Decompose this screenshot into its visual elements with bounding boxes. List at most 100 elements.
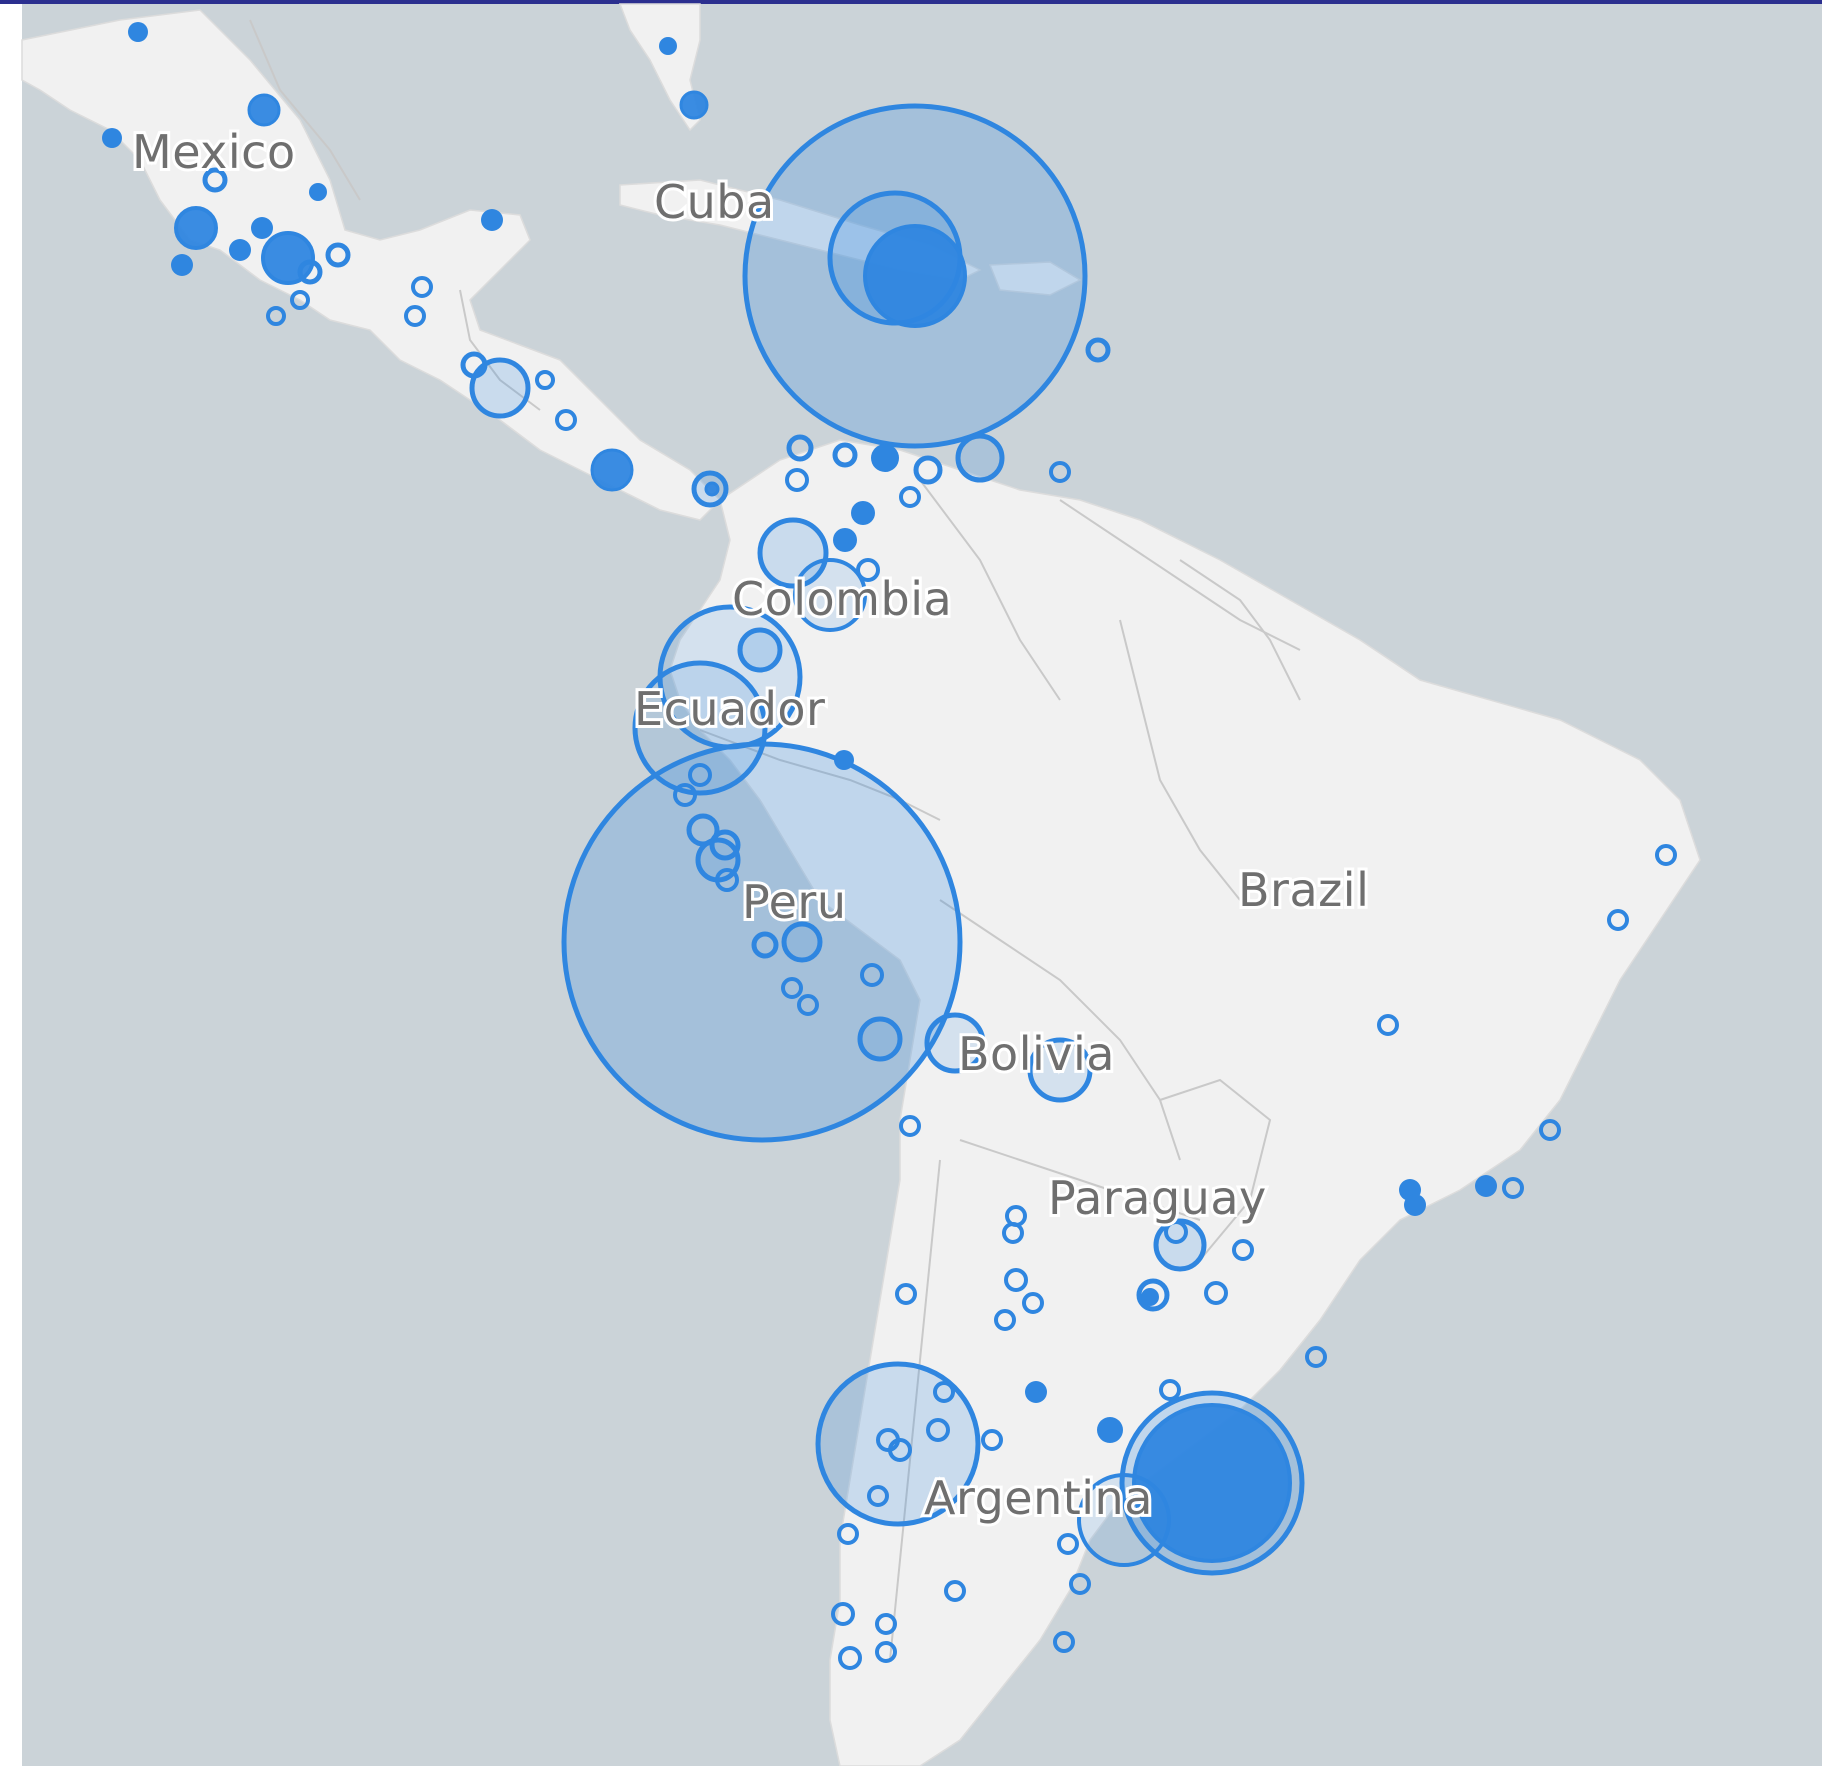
dot[interactable] — [944, 1580, 966, 1602]
dot[interactable] — [871, 444, 899, 472]
dot[interactable] — [888, 1438, 912, 1462]
dot[interactable] — [1025, 1381, 1047, 1403]
dot[interactable] — [899, 1115, 921, 1137]
dot[interactable] — [913, 455, 943, 485]
dot[interactable] — [834, 750, 854, 770]
label-colombia: Colombia — [732, 572, 952, 626]
dot[interactable] — [860, 963, 884, 987]
dot[interactable] — [688, 763, 712, 787]
dot[interactable] — [1004, 1268, 1028, 1292]
dot[interactable] — [786, 434, 814, 462]
dot[interactable] — [290, 290, 310, 310]
dot[interactable] — [926, 1418, 950, 1442]
dot[interactable] — [251, 217, 273, 239]
dot[interactable] — [709, 829, 741, 861]
dot[interactable] — [481, 209, 503, 231]
dot[interactable] — [851, 501, 875, 525]
bubble-colombia[interactable] — [757, 517, 829, 589]
dot[interactable] — [933, 1381, 955, 1403]
dot[interactable] — [229, 239, 251, 261]
dot[interactable] — [1502, 1177, 1524, 1199]
dot[interactable] — [875, 1613, 897, 1635]
dot[interactable] — [981, 1429, 1003, 1451]
dot[interactable] — [838, 1646, 862, 1670]
dot[interactable] — [673, 783, 697, 807]
dot[interactable] — [785, 468, 809, 492]
bubble-guatemala[interactable] — [469, 357, 531, 419]
dot[interactable] — [1404, 1194, 1426, 1216]
label-mexico: Mexico — [132, 125, 296, 179]
bubble-venezuela[interactable] — [955, 433, 1005, 483]
dot[interactable] — [659, 37, 677, 55]
dot[interactable] — [1085, 337, 1111, 363]
dot[interactable] — [309, 183, 327, 201]
dot[interactable] — [867, 1485, 889, 1507]
bubble-ecuador-2[interactable] — [632, 660, 768, 796]
dot[interactable] — [1204, 1281, 1228, 1305]
bubble-central-am[interactable] — [590, 448, 634, 492]
dot[interactable] — [831, 1602, 855, 1626]
bubble-buenos-aires-solid[interactable] — [1132, 1403, 1292, 1563]
dot[interactable] — [1475, 1175, 1497, 1197]
bubble-peru-south[interactable] — [857, 1016, 903, 1062]
dot[interactable] — [171, 254, 193, 276]
bubble-buenos-aires-ring[interactable] — [1077, 1473, 1171, 1567]
dot[interactable] — [751, 931, 779, 959]
dot[interactable] — [797, 994, 819, 1016]
dot[interactable] — [460, 351, 488, 379]
dot[interactable] — [837, 1523, 859, 1545]
dot[interactable] — [1232, 1239, 1254, 1261]
dot[interactable] — [1159, 1379, 1181, 1401]
dot[interactable] — [535, 370, 555, 390]
dot[interactable] — [1539, 1119, 1561, 1141]
dot[interactable] — [411, 276, 433, 298]
dot[interactable] — [266, 306, 286, 326]
dot[interactable] — [1002, 1222, 1024, 1244]
dot[interactable] — [832, 442, 858, 468]
dot[interactable] — [325, 242, 351, 268]
dot[interactable] — [1377, 1014, 1399, 1036]
dot[interactable] — [1097, 1417, 1123, 1443]
dot[interactable] — [686, 813, 720, 847]
dot[interactable] — [895, 1283, 917, 1305]
bubble-mexico-city[interactable] — [261, 231, 315, 285]
dot[interactable] — [856, 558, 880, 582]
dot[interactable] — [899, 486, 921, 508]
bubble-peru-2[interactable] — [781, 921, 823, 963]
dot[interactable] — [715, 868, 739, 892]
dot[interactable] — [1305, 1346, 1327, 1368]
bubble-costa-rica[interactable] — [704, 481, 720, 497]
bubble-cuba-solid[interactable] — [863, 224, 967, 328]
bubble-mexico-2[interactable] — [174, 206, 218, 250]
dot[interactable] — [1141, 1288, 1159, 1306]
bubble-colombia-2[interactable] — [793, 558, 867, 632]
dot[interactable] — [1136, 1278, 1170, 1312]
bubble-bolivia-2[interactable] — [1027, 1037, 1093, 1103]
bubble-peru-large[interactable] — [561, 741, 963, 1143]
dot[interactable] — [555, 409, 577, 431]
dot[interactable] — [1049, 461, 1071, 483]
dot[interactable] — [404, 305, 426, 327]
bubble-florida[interactable] — [679, 90, 709, 120]
dot[interactable] — [833, 528, 857, 552]
dot[interactable] — [1655, 844, 1677, 866]
small-dots-layer[interactable] — [102, 22, 1677, 1670]
dot[interactable] — [102, 128, 122, 148]
dot[interactable] — [202, 167, 228, 193]
dot[interactable] — [781, 977, 803, 999]
dot[interactable] — [1053, 1631, 1075, 1653]
dot[interactable] — [1607, 909, 1629, 931]
bubble-ecuador-3[interactable] — [737, 627, 783, 673]
bubble-mexico-3[interactable] — [247, 93, 281, 127]
dot[interactable] — [297, 259, 323, 285]
bubble-bolivia[interactable] — [924, 1012, 986, 1074]
dot[interactable] — [1022, 1292, 1044, 1314]
dot[interactable] — [1069, 1573, 1091, 1595]
dot[interactable] — [128, 22, 148, 42]
dot[interactable] — [1057, 1533, 1079, 1555]
dot[interactable] — [1164, 1220, 1188, 1244]
bubble-paraguay[interactable] — [1153, 1218, 1207, 1272]
dot[interactable] — [994, 1309, 1016, 1331]
dot[interactable] — [875, 1641, 897, 1663]
